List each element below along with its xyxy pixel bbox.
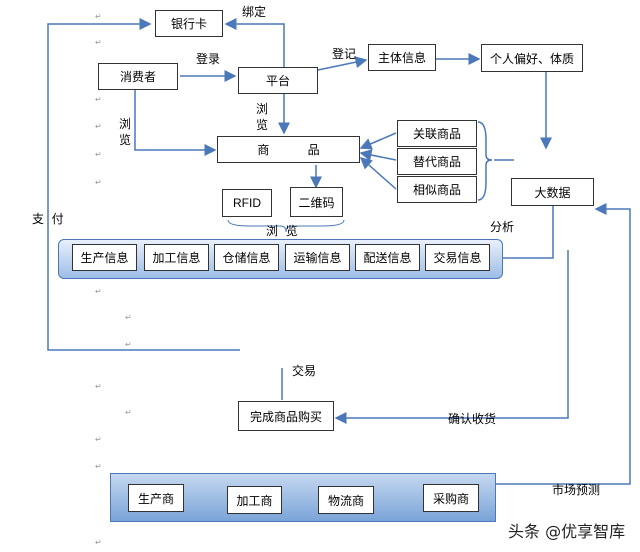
processor-node: 加工商 (227, 486, 282, 514)
para-mark: ↵ (95, 38, 102, 47)
complete-purchase-node: 完成商品购买 (238, 401, 334, 431)
label-browse-bottom: 浏 览 (266, 224, 298, 238)
label-bind: 绑定 (242, 5, 267, 19)
info-transport: 运输信息 (285, 244, 350, 271)
label-register: 登记 (332, 47, 357, 61)
qr-code-node: 二维码 (290, 187, 343, 217)
edge-pay (47, 18, 240, 351)
platform-node: 平台 (238, 67, 318, 94)
label-login: 登录 (196, 52, 221, 66)
big-data-node: 大数据 (511, 178, 594, 206)
para-mark: ↵ (95, 462, 102, 471)
preferences-node: 个人偏好、体质 (481, 44, 583, 72)
para-mark: ↵ (125, 408, 132, 417)
info-processing: 加工信息 (144, 244, 209, 271)
info-delivery: 配送信息 (355, 244, 420, 271)
edge-register (317, 56, 368, 71)
logistics-node: 物流商 (318, 486, 374, 514)
edge-market (496, 203, 631, 485)
info-transaction: 交易信息 (425, 244, 490, 271)
edge-bind (224, 18, 285, 67)
edge-consumer-goods (134, 84, 217, 156)
para-mark: ↵ (95, 12, 102, 21)
brace (477, 121, 493, 201)
para-mark: ↵ (95, 435, 102, 444)
consumer-node: 消费者 (98, 63, 178, 90)
para-mark: ↵ (95, 382, 102, 391)
label-browse-mid: 浏 览 (256, 102, 269, 132)
rfid-node: RFID (222, 189, 272, 217)
edge-confirm (334, 250, 569, 424)
para-mark: ↵ (95, 122, 102, 131)
label-pay: 支 付 (32, 212, 64, 226)
label-confirm-receipt: 确认收货 (448, 412, 497, 426)
label-analysis: 分析 (490, 220, 515, 234)
edge-analysis (503, 206, 554, 259)
purchaser-node: 采购商 (423, 484, 479, 512)
info-warehousing: 仓储信息 (214, 244, 279, 271)
goods-node: 商 品 (217, 136, 360, 163)
bank-card-node: 银行卡 (155, 10, 223, 37)
para-mark: ↵ (125, 340, 132, 349)
related-goods-node: 关联商品 (397, 120, 477, 147)
para-mark: ↵ (95, 287, 102, 296)
producer-node: 生产商 (128, 484, 184, 512)
para-mark: ↵ (95, 538, 102, 547)
similar-goods-node: 相似商品 (397, 176, 477, 203)
subject-info-node: 主体信息 (368, 44, 436, 71)
label-market-forecast: 市场预测 (552, 483, 601, 497)
info-production: 生产信息 (72, 244, 137, 271)
para-mark: ↵ (95, 178, 102, 187)
substitute-goods-node: 替代商品 (397, 148, 477, 175)
para-mark: ↵ (125, 313, 132, 322)
para-mark: ↵ (95, 95, 102, 104)
para-mark: ↵ (95, 150, 102, 159)
edge-related-goods (359, 132, 397, 150)
label-browse-left: 浏 览 (119, 117, 132, 147)
watermark: 头条 @优享智库 (508, 522, 626, 541)
brace-bottom (227, 219, 345, 233)
edge-similar-goods (359, 157, 397, 190)
label-trade: 交易 (292, 364, 317, 378)
edge-substitute-goods (359, 149, 397, 161)
